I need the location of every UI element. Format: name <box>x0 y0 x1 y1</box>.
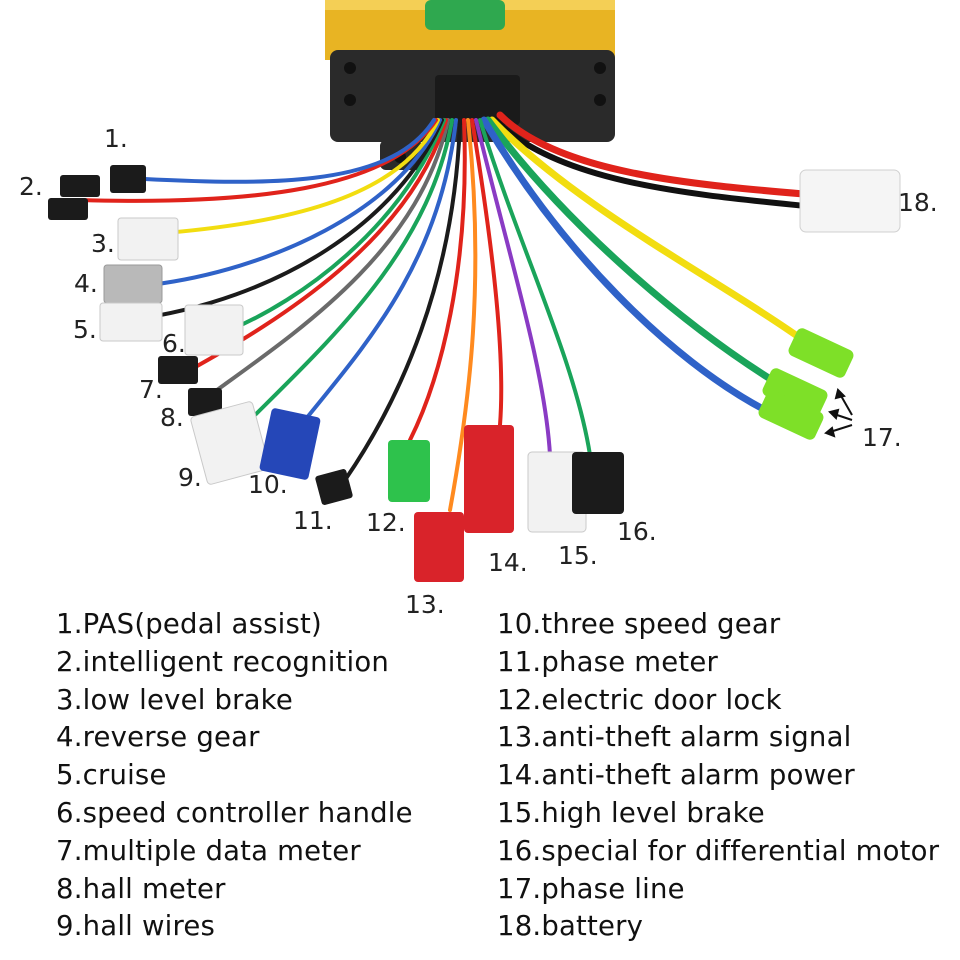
connector-3-low-level-brake <box>117 217 179 261</box>
wire-battery-black <box>492 117 818 210</box>
callout-1: 1. <box>104 124 128 153</box>
wire-phase-yellow <box>488 116 814 349</box>
wire-4 <box>148 118 442 287</box>
legend-item-5: 5.cruise <box>56 759 167 792</box>
legend-item-14: 14.anti-theft alarm power <box>497 759 855 792</box>
callout-17: 17. <box>862 423 902 452</box>
legend-item-15: 15.high level brake <box>497 796 765 829</box>
connectors <box>48 165 901 582</box>
wire-13 <box>448 118 478 512</box>
screw-hole <box>594 62 606 74</box>
terminal-17-blue <box>758 390 824 440</box>
legend-item-16: 16.special for differential motor <box>497 834 940 867</box>
callout-14: 14. <box>488 548 528 577</box>
legend-item-18: 18.battery <box>497 910 644 943</box>
callout-6: 6. <box>162 329 186 358</box>
legend-item-1: 1.PAS(pedal assist) <box>56 608 322 640</box>
callout-13: 13. <box>405 590 445 619</box>
callout-5: 5. <box>73 315 97 344</box>
callout-16: 16. <box>617 517 657 546</box>
terminal-17-green <box>762 368 828 418</box>
connector-8-hall-meter <box>188 388 222 416</box>
connector-4-reverse-gear <box>103 264 163 304</box>
phase-line-arrows <box>824 388 853 438</box>
callout-18: 18. <box>898 188 938 217</box>
screw-hole <box>594 94 606 106</box>
callout-9: 9. <box>178 463 202 492</box>
legend-item-4: 4.reverse gear <box>56 721 260 754</box>
wire-bundle <box>78 111 819 512</box>
connector-16-differential <box>572 452 624 514</box>
connector-18-battery <box>799 169 901 233</box>
arrow-head <box>834 388 846 400</box>
legend-left: 1.PAS(pedal assist) 2.intelligent recogn… <box>56 606 413 946</box>
legend-right: 10.three speed gear 11.phase meter 12.el… <box>497 606 939 946</box>
wire-11 <box>343 118 462 482</box>
controller-wiring-photo <box>48 0 901 582</box>
callout-2: 2. <box>19 172 43 201</box>
wire-battery-red <box>496 111 819 199</box>
legend-item-6: 6.speed controller handle <box>56 796 413 829</box>
callout-12: 12. <box>366 508 406 537</box>
connector-12-door-lock <box>388 440 430 502</box>
legend-item-2: 2.intelligent recognition <box>56 645 390 678</box>
legend-item-9: 9.hall wires <box>56 910 216 943</box>
terminal-17-yellow <box>788 328 854 378</box>
legend-item-7: 7.multiple data meter <box>56 834 361 867</box>
callout-7: 7. <box>139 375 163 404</box>
connector-2-intelligent-recognition-b <box>48 198 88 220</box>
legend-item-17: 17.phase line <box>497 872 685 905</box>
connector-10-three-speed-gear <box>259 408 321 480</box>
wire-16 <box>478 118 592 457</box>
connector-2-intelligent-recognition <box>60 175 100 197</box>
arrow-head <box>824 426 836 438</box>
wire-14 <box>470 118 504 427</box>
wire-12 <box>408 118 467 442</box>
wire-10 <box>303 118 458 422</box>
legend-item-8: 8.hall meter <box>56 872 226 905</box>
controller-unit <box>325 0 615 170</box>
arrow-head <box>828 408 840 420</box>
legend-item-13: 13.anti-theft alarm signal <box>497 721 852 754</box>
controller-label <box>425 0 505 30</box>
connector-9-hall-wires <box>190 401 270 485</box>
wire-3 <box>138 118 440 237</box>
wire-phase-blue <box>480 116 769 414</box>
callout-4: 4. <box>74 269 98 298</box>
callout-8: 8. <box>160 403 184 432</box>
screw-hole <box>344 94 356 106</box>
legend-item-3: 3.low level brake <box>56 683 293 716</box>
wire-phase-green <box>484 116 784 389</box>
wire-6 <box>228 118 446 332</box>
connector-1-pas <box>110 165 146 193</box>
wire-15 <box>474 118 552 457</box>
screw-hole <box>344 62 356 74</box>
callout-10: 10. <box>248 470 288 499</box>
connector-5-cruise <box>99 302 163 342</box>
connector-7-multiple-data-meter <box>158 356 198 384</box>
callout-3: 3. <box>91 229 115 258</box>
wire-1 <box>123 118 436 184</box>
wire-9 <box>243 118 454 427</box>
wire-8 <box>208 118 450 397</box>
connector-6-speed-handle <box>184 304 244 356</box>
legend-item-11: 11.phase meter <box>497 645 718 678</box>
callout-11: 11. <box>293 506 333 535</box>
connector-14-alarm-power <box>464 425 514 533</box>
legend-item-12: 12.electric door lock <box>497 683 782 716</box>
callout-15: 15. <box>558 541 598 570</box>
connector-13-alarm-signal <box>414 512 464 582</box>
connector-11-phase-meter <box>315 469 353 505</box>
legend-item-10: 10.three speed gear <box>497 608 781 640</box>
